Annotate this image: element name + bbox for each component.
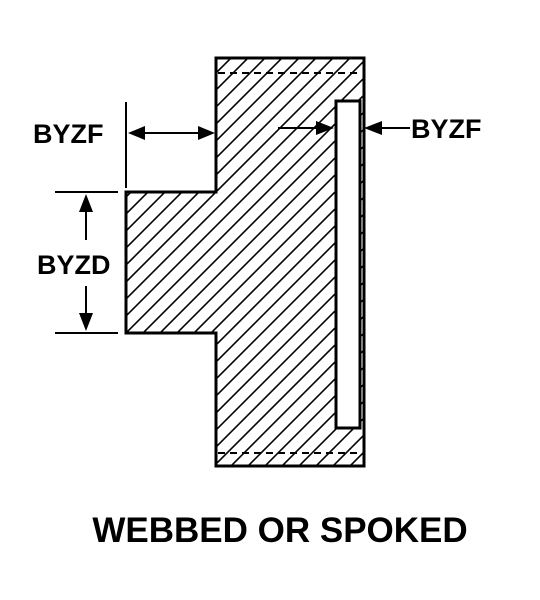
hatch-line (126, 58, 239, 466)
hub-face-arrow-right (198, 126, 215, 140)
hatch-line (126, 58, 341, 466)
hatch-line (126, 58, 364, 466)
hatch-line (505, 0, 540, 600)
hatch-line (420, 0, 540, 600)
hatch-line (334, 58, 364, 466)
hatch-line (126, 58, 364, 466)
hatch-line (249, 58, 364, 466)
hatch-line (126, 58, 364, 466)
hub-face-arrow-left (128, 126, 145, 140)
hatch-line (126, 58, 273, 466)
hatch-line (126, 58, 364, 466)
hatch-line (266, 58, 364, 466)
hatch-line (126, 58, 364, 466)
hatch-line (386, 0, 540, 600)
hatch-line (283, 58, 364, 466)
hatch-line (369, 0, 540, 600)
hatch-line (126, 58, 364, 466)
rim-recess-outline (334, 99, 362, 430)
hatch-line (403, 0, 540, 600)
hatch-line (126, 58, 364, 466)
hatch-line (0, 0, 85, 600)
hatch-line (126, 58, 364, 466)
hatch-line (471, 0, 540, 600)
hatch-line (126, 58, 137, 466)
hatch-line (0, 0, 119, 600)
hatch-line (126, 58, 222, 466)
hatch-line (0, 0, 17, 600)
hatch-line (126, 58, 290, 466)
hatch-line (215, 58, 364, 466)
hub-diameter-dim-label: BYZD (37, 250, 111, 280)
hatch-line (126, 58, 364, 466)
wheel-section-outline (124, 56, 366, 468)
hatch-line (126, 58, 324, 466)
hub-diameter-arrow-up (79, 194, 93, 212)
hatch-line (126, 58, 364, 466)
hatch-line (126, 58, 205, 466)
hatch-line (126, 58, 364, 466)
hatch-line (126, 58, 154, 466)
hatch-line (522, 0, 540, 600)
hatch-line (351, 58, 364, 466)
hatch-line (0, 0, 68, 600)
diagram-caption: WEBBED OR SPOKED (92, 511, 467, 550)
hatch-line (437, 0, 540, 600)
hatch-line (454, 0, 540, 600)
hatch-line (0, 0, 34, 600)
hatch-line (126, 58, 364, 466)
hatch-line (126, 58, 364, 466)
hatch-line (126, 58, 364, 466)
hub-diameter-arrow-down (79, 313, 93, 331)
hatch-line (126, 58, 364, 466)
hatch-line (0, 0, 51, 600)
recess-face-arrow-left (316, 121, 334, 135)
recess-face-arrow-right (364, 121, 382, 135)
recess-face-dim-label: BYZF (411, 114, 482, 144)
hub-face-dim-label: BYZF (33, 119, 104, 149)
hatch-line (488, 0, 540, 600)
hatch-line (126, 58, 358, 466)
